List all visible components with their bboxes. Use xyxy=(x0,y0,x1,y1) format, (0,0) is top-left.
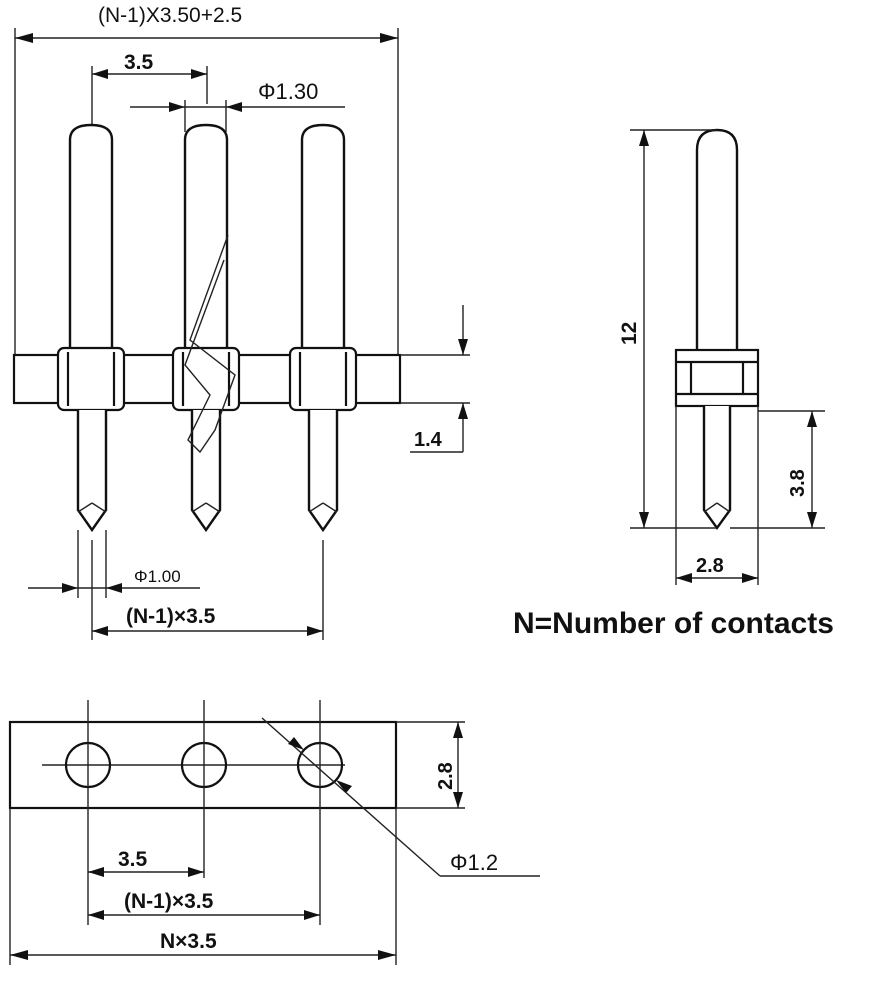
side-width-label: 2.8 xyxy=(696,555,724,577)
pin-1 xyxy=(68,123,114,355)
pin-collars xyxy=(56,346,358,412)
pin-2-tail xyxy=(190,410,222,533)
pin-3-tail xyxy=(307,410,339,533)
pin-diameter-bottom-label: Φ1.00 xyxy=(134,567,181,586)
pin-length-label: 12 xyxy=(618,322,641,345)
side-view: 12 3.8 2.8 xyxy=(618,128,825,585)
pitch-top-label: 3.5 xyxy=(124,51,154,74)
side-pin xyxy=(695,128,739,350)
span-bottom-label: (N-1)×3.5 xyxy=(124,890,214,913)
body-offset-label: 1.4 xyxy=(414,429,443,451)
break-line xyxy=(184,234,236,454)
span-front-label: (N-1)×3.5 xyxy=(126,605,216,628)
bottom-view: 2.8 Φ1.2 3.5 (N-1)×3.5 N×3.5 xyxy=(8,700,540,965)
pin-2 xyxy=(183,123,229,355)
side-housing xyxy=(674,348,760,408)
bottom-height-label: 2.8 xyxy=(435,762,457,790)
hole-diameter-label: Φ1.2 xyxy=(450,850,498,875)
overall-width-label: (N-1)X3.50+2.5 xyxy=(98,4,242,27)
tail-length-label: 3.8 xyxy=(787,469,809,497)
pitch-bottom-label: 3.5 xyxy=(118,848,148,871)
pin-3 xyxy=(300,123,346,355)
total-width-label: N×3.5 xyxy=(160,930,217,953)
pin-diameter-top-label: Φ1.30 xyxy=(258,79,318,104)
pin-1-tail xyxy=(76,410,108,533)
number-of-contacts-note: N=Number of contacts xyxy=(513,607,834,640)
front-view: (N-1)X3.50+2.5 3.5 Φ1.30 xyxy=(12,4,470,640)
